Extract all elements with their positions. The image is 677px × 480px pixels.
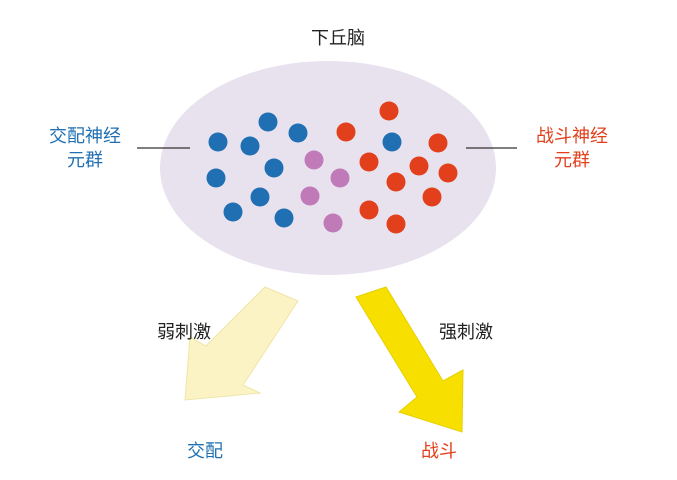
- aggression-neurons: [336, 101, 458, 234]
- aggression-neuron: [336, 122, 356, 142]
- mating-neuron-group-label: 交配神经 元群: [40, 125, 130, 173]
- mating-label-line1: 交配神经: [49, 126, 121, 147]
- aggression-neuron: [359, 152, 379, 172]
- mixed-neuron: [304, 150, 324, 170]
- aggression-label-line1: 战斗神经: [536, 126, 608, 147]
- aggression-neuron: [428, 133, 448, 153]
- mating-neuron: [206, 168, 226, 188]
- mating-neuron: [274, 208, 294, 228]
- strong-stimulus-label: 强刺激: [439, 322, 493, 343]
- aggression-neuron: [382, 132, 402, 152]
- mixed-neurons: [300, 150, 350, 233]
- mating-neuron: [250, 187, 270, 207]
- aggression-neuron-group-label: 战斗神经 元群: [527, 125, 617, 173]
- weak-stimulus-arrow: [184, 286, 299, 401]
- aggression-neuron: [386, 214, 406, 234]
- mating-neurons: [206, 112, 308, 228]
- aggression-neuron: [409, 156, 429, 176]
- mating-neuron: [264, 158, 284, 178]
- mixed-neuron: [323, 213, 343, 233]
- mating-neuron: [240, 136, 260, 156]
- aggression-label-line2: 元群: [554, 150, 590, 171]
- hypothalamus-ellipse: [160, 61, 496, 275]
- aggression-neuron: [438, 163, 458, 183]
- aggression-neuron: [379, 101, 399, 121]
- mixed-neuron: [300, 186, 320, 206]
- mating-outcome-label: 交配: [187, 441, 223, 462]
- mating-neuron: [288, 123, 308, 143]
- mating-neuron: [208, 132, 228, 152]
- aggression-outcome-label: 战斗: [421, 441, 457, 462]
- aggression-neuron: [422, 187, 442, 207]
- mating-neuron: [223, 202, 243, 222]
- strong-stimulus-arrow: [355, 286, 464, 433]
- weak-stimulus-label: 弱刺激: [157, 322, 211, 343]
- mating-label-line2: 元群: [67, 150, 103, 171]
- hypothalamus-title: 下丘脑: [311, 28, 365, 49]
- aggression-neuron: [359, 200, 379, 220]
- aggression-neuron: [386, 172, 406, 192]
- mating-neuron: [258, 112, 278, 132]
- mixed-neuron: [330, 168, 350, 188]
